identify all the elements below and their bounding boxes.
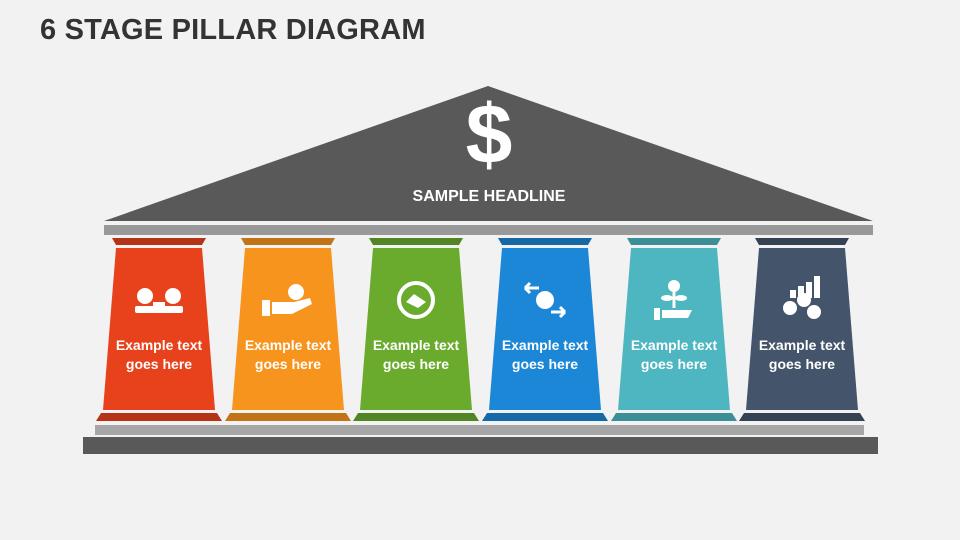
pillar-capital [755, 238, 849, 245]
page-title: 6 STAGE PILLAR DIAGRAM [40, 14, 426, 46]
pillar-5 [611, 238, 737, 421]
pillar-foot [482, 413, 608, 421]
pillar-shaft [618, 248, 730, 410]
pillar-text: Example text goes here [244, 337, 332, 372]
pillar-text: Example text goes here [115, 337, 203, 372]
pillar-foot [353, 413, 479, 421]
pillar-text: Example text goes here [501, 337, 589, 372]
pillar-2 [225, 238, 351, 421]
pillar-foot [225, 413, 351, 421]
pillar-text: Example text goes here [372, 337, 460, 372]
currency-growth-chart-icon [783, 276, 821, 319]
money-bags-scale-icon [135, 288, 183, 313]
money-plant-hand-icon [654, 280, 692, 320]
roof-headline: SAMPLE HEADLINE [412, 188, 566, 205]
pillar-capital [627, 238, 721, 245]
pillar-text: Example text goes here [758, 337, 846, 372]
pillar-4 [482, 238, 608, 421]
pillar-capital [241, 238, 335, 245]
pillar-6 [739, 238, 865, 421]
pillar-foot [739, 413, 865, 421]
pillar-foot [611, 413, 737, 421]
base-step-bottom [83, 437, 878, 454]
pillar-capital [369, 238, 463, 245]
hand-coin-icon [262, 284, 312, 316]
pillar-shaft [103, 248, 215, 410]
pillar-capital [112, 238, 206, 245]
pillar-capital [498, 238, 592, 245]
pillar-shaft [489, 248, 601, 410]
pillar-shaft [360, 248, 472, 410]
base-step-top [95, 425, 864, 435]
dollar-icon: $ [465, 87, 513, 181]
pillar-1 [96, 238, 222, 421]
handshake-cycle-icon [397, 281, 435, 319]
roof [104, 86, 873, 221]
pillar-3 [353, 238, 479, 421]
pillar-text: Example text goes here [630, 337, 718, 372]
pillar-foot [96, 413, 222, 421]
dollar-exchange-arrows-icon [523, 281, 567, 319]
pillar-shaft [232, 248, 344, 410]
pillar-shaft [746, 248, 858, 410]
roof-beam [104, 225, 873, 235]
